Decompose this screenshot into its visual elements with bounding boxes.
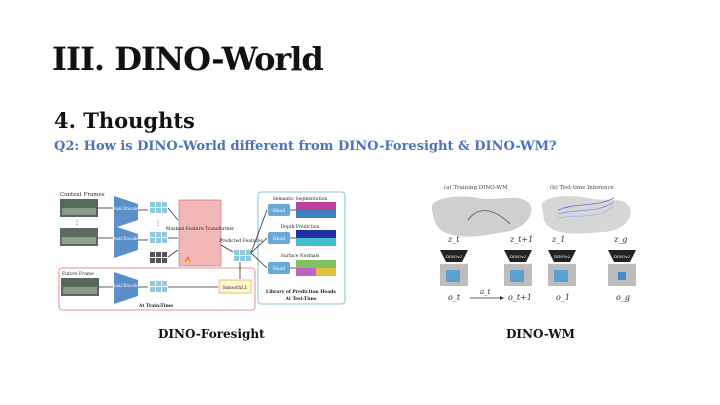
dino-foresight-diagram: Context Frames ⋮ Visual Encoder Visual E… — [58, 191, 346, 311]
svg-text:DINOv2: DINOv2 — [554, 254, 571, 259]
dino-wm-diagram: (a) Training DINO-WM (b) Test-time Infer… — [431, 184, 636, 302]
head-block — [268, 262, 290, 274]
dinov2-encoder-block: DINOv2 — [504, 250, 532, 286]
o-t1-label: o_t+1 — [508, 293, 532, 302]
question-text: Q2: How is DINO-World different from DIN… — [54, 139, 557, 154]
at-train-time-label: At Train-Time — [138, 303, 173, 309]
svg-text:Head: Head — [273, 236, 285, 242]
visual-encoder-block — [114, 272, 138, 304]
visual-encoder-label: Visual Encoder — [108, 236, 141, 241]
inference-label: (b) Test-time Inference — [550, 184, 614, 191]
svg-text:⋮: ⋮ — [74, 219, 80, 226]
training-label: (a) Training DINO-WM — [444, 184, 508, 191]
svg-text:Head: Head — [273, 208, 285, 214]
z-1-label: z_1 — [551, 235, 565, 244]
latent-space-blob — [431, 196, 532, 237]
o-g-label: o_g — [616, 293, 630, 302]
prediction-heads-library — [257, 191, 346, 305]
z-t-label: z_t — [447, 235, 460, 244]
latent-space-blob — [541, 196, 631, 234]
predicted-features-label: Predicted Features — [219, 238, 263, 244]
svg-text:⋮: ⋮ — [155, 220, 161, 227]
semantic-segmentation-label: Semantic Segmentation — [273, 196, 328, 202]
slide-title: III. DINO-World — [52, 40, 324, 78]
depth-prediction-label: Depth Prediction — [281, 224, 320, 230]
head-block — [268, 232, 290, 244]
head-block — [268, 204, 290, 216]
z-g-label: z_g — [613, 235, 627, 244]
dinov2-encoder-block: DINOv2 — [608, 250, 636, 286]
z-t1-label: z_t+1 — [509, 235, 533, 244]
o-t-label: o_t — [448, 293, 461, 302]
svg-text:DINOv2: DINOv2 — [510, 254, 527, 259]
svg-text:Head: Head — [273, 266, 285, 272]
svg-text:SmoothL1: SmoothL1 — [223, 285, 248, 291]
surface-normals-label: Surface Normals — [281, 253, 320, 259]
context-frames-label: Context Frames — [60, 192, 105, 198]
smooth-l1-loss-block — [218, 279, 252, 294]
future-frame-label: Future Frame — [62, 271, 94, 277]
visual-encoder-block — [114, 196, 138, 228]
foresight-caption: DINO-Foresight — [158, 327, 265, 341]
a-t-label: a_t — [480, 288, 491, 296]
train-time-box — [58, 267, 256, 311]
masked-transformer-label: Masked Feature Transformer — [166, 226, 235, 232]
dinov2-encoder-block: DINOv2 — [440, 250, 468, 286]
fire-icon: 🔥 — [184, 256, 191, 264]
svg-text:DINOv2: DINOv2 — [614, 254, 631, 259]
o-1-label: o_1 — [556, 293, 570, 302]
masked-feature-transformer-block — [178, 199, 222, 267]
visual-encoder-block — [114, 226, 138, 258]
visual-encoder-label: Visual Encoder — [108, 206, 141, 211]
wm-caption: DINO-WM — [506, 327, 575, 341]
svg-text:DINOv2: DINOv2 — [446, 254, 463, 259]
section-subtitle: 4. Thoughts — [54, 108, 195, 133]
dinov2-encoder-block: DINOv2 — [548, 250, 576, 286]
library-heads-label: Library of Prediction Heads — [266, 289, 336, 295]
svg-text:Visual Encoder: Visual Encoder — [108, 283, 141, 288]
at-test-time-label: At Test-Time — [284, 296, 316, 302]
